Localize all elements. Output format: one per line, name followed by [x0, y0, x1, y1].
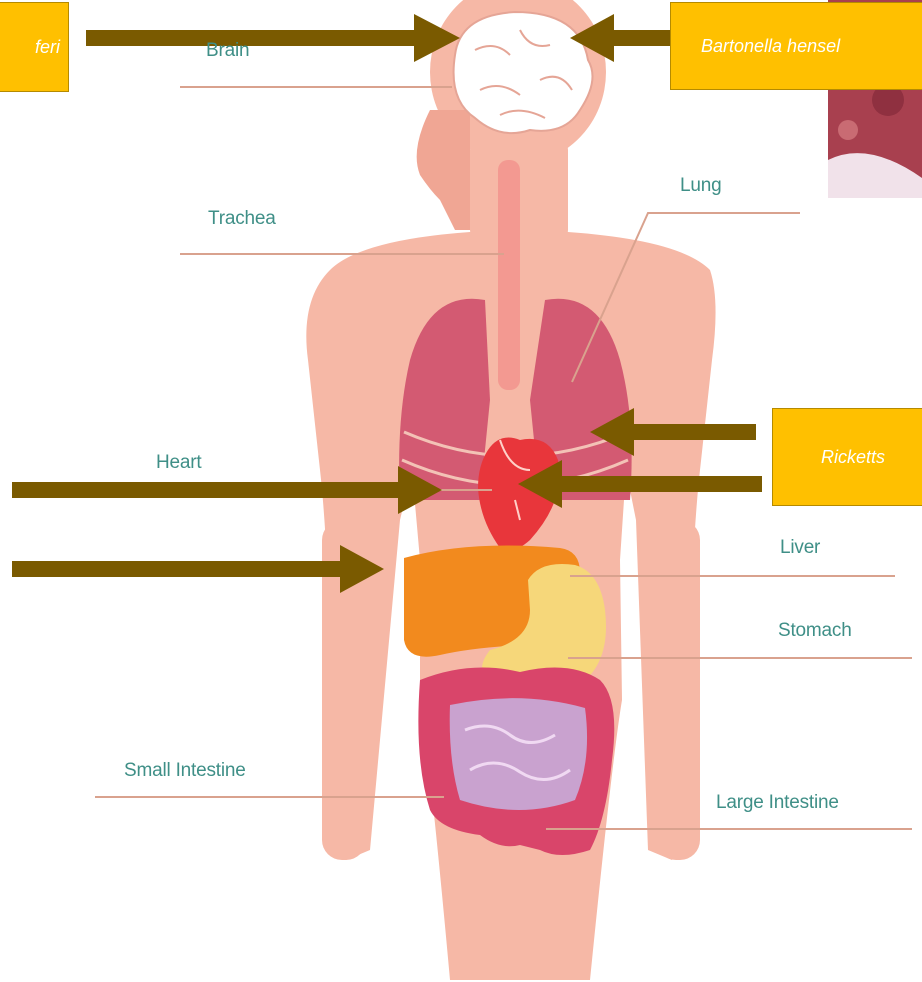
face-shading [417, 110, 470, 230]
callout-right-top: Bartonella hensel [670, 2, 922, 90]
label-brain: Brain [206, 40, 249, 62]
callout-right-top-text: Bartonella hensel [701, 36, 840, 57]
label-stomach: Stomach [778, 620, 852, 642]
callout-left-top: feri [0, 2, 69, 92]
small-intestine-shape [450, 698, 587, 810]
callout-right-mid: Ricketts [772, 408, 922, 506]
label-trachea: Trachea [208, 208, 276, 230]
label-liver: Liver [780, 537, 820, 559]
label-small-intestine: Small Intestine [124, 760, 246, 782]
callout-left-top-text: feri [35, 37, 60, 58]
label-lung: Lung [680, 175, 721, 197]
brain-shape [454, 12, 593, 133]
label-large-intestine: Large Intestine [716, 792, 839, 814]
callout-right-mid-text: Ricketts [821, 447, 885, 468]
label-heart: Heart [156, 452, 201, 474]
arrow-left-top [86, 14, 460, 62]
trachea-shape [498, 160, 520, 390]
